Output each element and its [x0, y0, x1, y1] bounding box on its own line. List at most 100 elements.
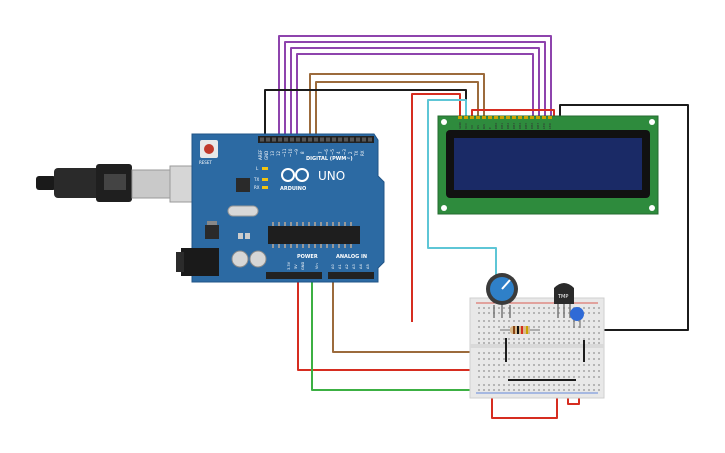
- breadboard-hole: [493, 364, 495, 366]
- breadboard-hole: [563, 352, 565, 354]
- breadboard-hole: [478, 384, 480, 386]
- potentiometer[interactable]: [486, 273, 518, 318]
- wire-red-lcd: [411, 93, 461, 322]
- breadboard-hole: [508, 342, 510, 344]
- sensor-label: TMP: [557, 294, 568, 300]
- breadboard-hole: [488, 332, 490, 334]
- breadboard-hole: [593, 332, 595, 334]
- breadboard-hole: [573, 384, 575, 386]
- breadboard-hole: [503, 326, 505, 328]
- power-header: [266, 272, 322, 279]
- breadboard-hole: [538, 338, 540, 340]
- breadboard-hole: [508, 358, 510, 360]
- breadboard-hole: [593, 352, 595, 354]
- breadboard-hole: [583, 320, 585, 322]
- led-tx-label: TX: [253, 177, 259, 182]
- breadboard-hole: [498, 352, 500, 354]
- breadboard-hole: [528, 307, 530, 309]
- a5-label: A5: [366, 264, 370, 269]
- breadboard-hole: [478, 338, 480, 340]
- breadboard-hole: [503, 384, 505, 386]
- breadboard-hole: [483, 342, 485, 344]
- resistor: [500, 326, 540, 334]
- power-pin-labels: 3.3V 5V GND Vin A0 A1 A2 A3 A4 A5: [287, 261, 370, 270]
- breadboard-hole: [483, 364, 485, 366]
- breadboard-hole: [568, 320, 570, 322]
- breadboard-hole: [493, 332, 495, 334]
- breadboard-hole: [483, 312, 485, 314]
- breadboard-hole: [498, 312, 500, 314]
- led-rx-icon: [262, 186, 268, 189]
- breadboard-hole: [583, 326, 585, 328]
- breadboard-hole: [493, 389, 495, 391]
- pin-12-label: 12: [276, 150, 281, 156]
- breadboard-hole: [588, 376, 590, 378]
- breadboard-hole: [583, 364, 585, 366]
- a1-label: A1: [338, 264, 342, 269]
- breadboard-hole: [568, 352, 570, 354]
- pin-9-label: ~9: [294, 149, 299, 155]
- breadboard-hole: [573, 364, 575, 366]
- lcd-pin-label: RW: [482, 124, 486, 129]
- power-label: POWER: [297, 254, 318, 260]
- led-l-icon: [262, 167, 268, 170]
- breadboard-hole: [558, 307, 560, 309]
- breadboard-hole: [493, 384, 495, 386]
- breadboard-hole: [528, 358, 530, 360]
- breadboard-hole: [598, 352, 600, 354]
- breadboard-hole: [568, 326, 570, 328]
- capacitor-1: [231, 250, 249, 268]
- breadboard-hole: [533, 326, 535, 328]
- breadboard-hole: [538, 358, 540, 360]
- breadboard-hole: [513, 370, 515, 372]
- breadboard-hole: [598, 332, 600, 334]
- breadboard-hole: [588, 389, 590, 391]
- breadboard-hole: [543, 358, 545, 360]
- breadboard-hole: [578, 370, 580, 372]
- pin-7-label: 7: [318, 151, 323, 154]
- breadboard-hole: [533, 342, 535, 344]
- breadboard-hole: [533, 332, 535, 334]
- breadboard-hole: [593, 364, 595, 366]
- breadboard-hole: [543, 370, 545, 372]
- breadboard-hole: [563, 389, 565, 391]
- lcd-pin-label: DB1: [500, 123, 504, 129]
- breadboard-hole: [558, 312, 560, 314]
- breadboard-hole: [498, 370, 500, 372]
- breadboard-hole: [563, 320, 565, 322]
- model-label: UNO: [318, 169, 345, 183]
- lcd-pin-label: DB7: [536, 123, 540, 129]
- breadboard-hole: [568, 332, 570, 334]
- breadboard-hole: [568, 389, 570, 391]
- breadboard-hole: [483, 352, 485, 354]
- breadboard-hole: [533, 370, 535, 372]
- breadboard-hole: [578, 326, 580, 328]
- breadboard-hole: [563, 358, 565, 360]
- breadboard-hole: [528, 389, 530, 391]
- breadboard-hole: [538, 326, 540, 328]
- breadboard-hole: [558, 384, 560, 386]
- breadboard-hole: [573, 332, 575, 334]
- atmega-chip: [268, 226, 360, 244]
- breadboard-hole: [533, 389, 535, 391]
- breadboard-hole: [538, 342, 540, 344]
- breadboard-hole: [483, 370, 485, 372]
- breadboard-hole: [558, 332, 560, 334]
- breadboard-hole: [503, 312, 505, 314]
- breadboard-hole: [508, 307, 510, 309]
- breadboard-hole: [598, 338, 600, 340]
- lcd-pin-label: GND: [458, 121, 462, 129]
- led-l-label: L: [256, 166, 259, 171]
- breadboard-hole: [583, 307, 585, 309]
- arduino-logo-icon: [281, 168, 309, 182]
- breadboard-hole: [543, 320, 545, 322]
- breadboard-hole: [588, 370, 590, 372]
- breadboard-hole: [503, 307, 505, 309]
- atmega-pins: [272, 222, 352, 248]
- breadboard-hole: [483, 320, 485, 322]
- breadboard-hole: [478, 342, 480, 344]
- v5-label: 5V: [294, 264, 298, 269]
- breadboard-hole: [563, 332, 565, 334]
- breadboard-hole: [553, 352, 555, 354]
- breadboard-hole: [588, 338, 590, 340]
